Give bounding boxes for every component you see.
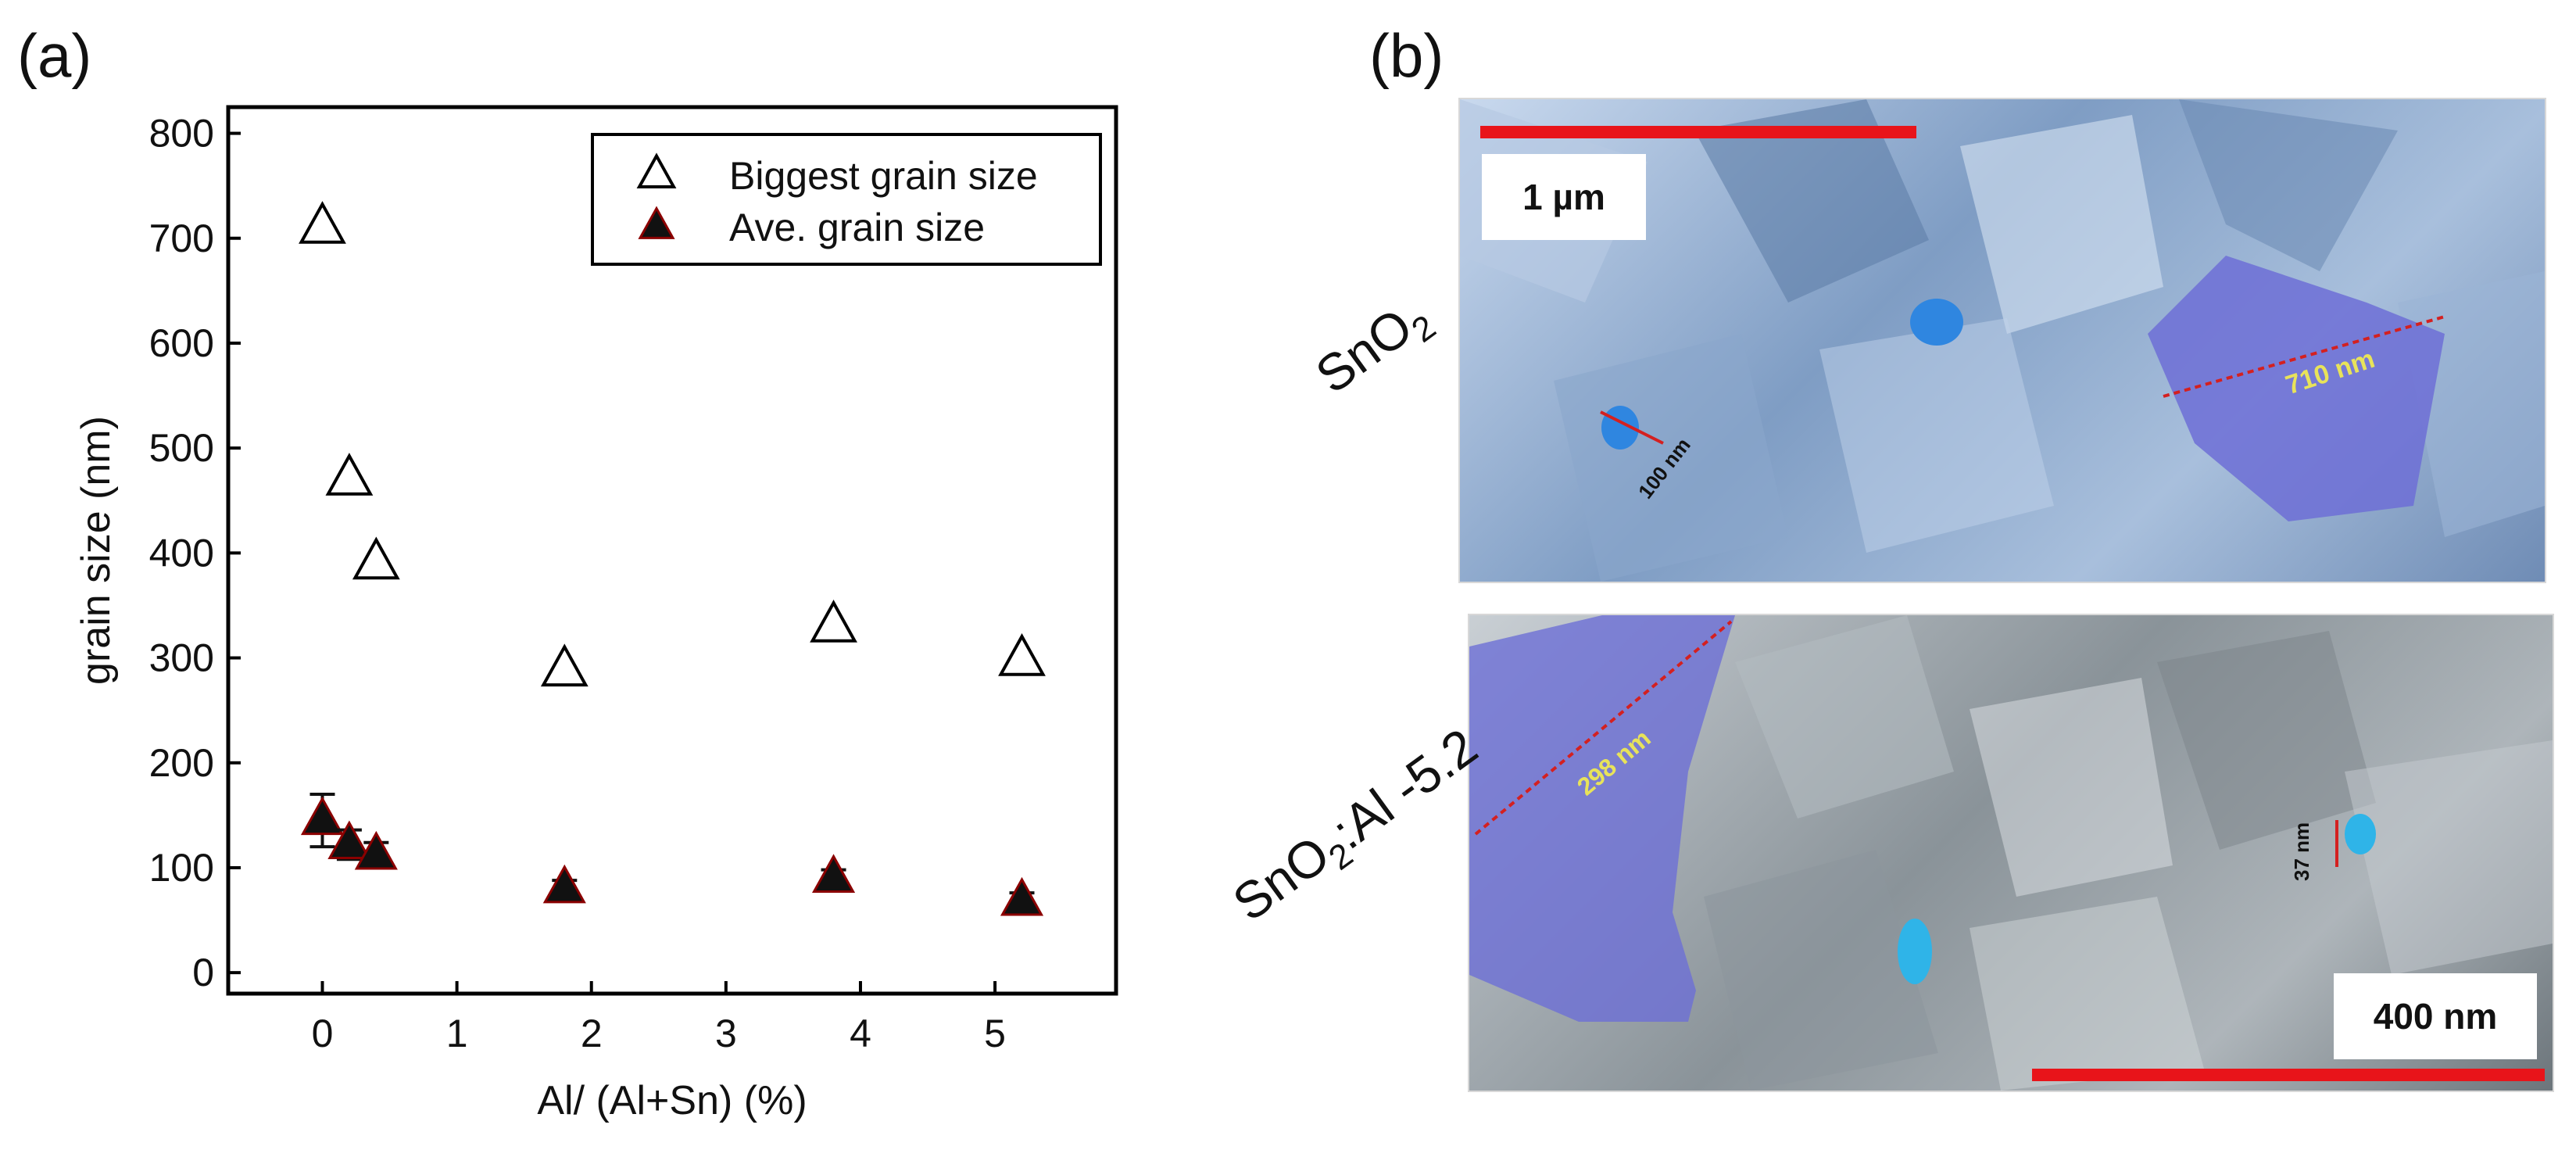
y-tick-label: 400 [149,531,214,575]
y-tick-label: 500 [149,426,214,470]
data-point-average [1000,876,1044,916]
data-point-biggest [540,643,589,687]
panel-b-label: (b) [1369,21,1444,90]
sample-label-sno2: SnO2 [1304,296,1444,405]
x-tick-label: 3 [715,1012,737,1055]
y-tick-label: 600 [149,321,214,365]
legend-marker-average [638,206,675,239]
y-tick-label: 700 [149,217,214,260]
plot-frame [226,105,1118,996]
grain-highlight-small-bottom [1898,919,1932,984]
legend-marker-biggest [636,152,677,189]
sem-image-sno2-al: 298 nm 37 nm 400 nm [1468,614,2554,1092]
panel-a-label: (a) [17,21,92,90]
sem-image-sno2: 1 µm 710 nm 100 nm [1458,98,2546,583]
x-axis-label: Al/ (Al+Sn) (%) [537,1078,807,1123]
data-point-biggest [325,453,374,496]
scalebar-top [1480,126,1916,138]
data-point-average [354,830,398,870]
grain-highlight-small-top [1910,299,1963,346]
data-point-biggest [299,201,346,244]
x-tick-label: 0 [312,1012,334,1055]
data-point-biggest [352,536,400,580]
scale-label-bottom: 400 nm [2334,973,2537,1059]
legend-label-biggest: Biggest grain size [729,154,1038,198]
y-tick-label: 200 [149,741,214,785]
x-tick-label: 4 [850,1012,871,1055]
y-axis-label: grain size (nm) [73,416,119,685]
y-tick-label: 300 [149,636,214,680]
data-point-average [327,820,371,860]
x-tick-label: 5 [984,1012,1006,1055]
data-point-average [542,864,586,904]
scalebar-bottom [2032,1069,2545,1081]
legend-box [591,133,1102,266]
x-tick-label: 1 [446,1012,468,1055]
sample-label-sno2-al: SnO2:Al -5.2 [1222,717,1488,933]
x-tick-label: 2 [581,1012,603,1055]
grain-highlight-37 [2345,814,2376,854]
scale-label-top: 1 µm [1482,154,1646,240]
data-point-biggest [998,632,1046,676]
y-tick-label: 0 [192,951,214,994]
measure-label-37: 37 nm [2290,822,2313,881]
data-point-biggest [810,600,857,643]
sem-texture-bottom [1469,615,2553,1091]
data-point-average [300,796,345,836]
sem-texture-top [1460,99,2545,582]
grain-highlight-710 [2148,256,2445,521]
y-tick-label: 800 [149,112,214,156]
grain-highlight-298 [1469,615,1735,1022]
y-tick-label: 100 [149,846,214,890]
legend-label-average: Ave. grain size [729,206,985,249]
data-point-average [811,854,856,893]
